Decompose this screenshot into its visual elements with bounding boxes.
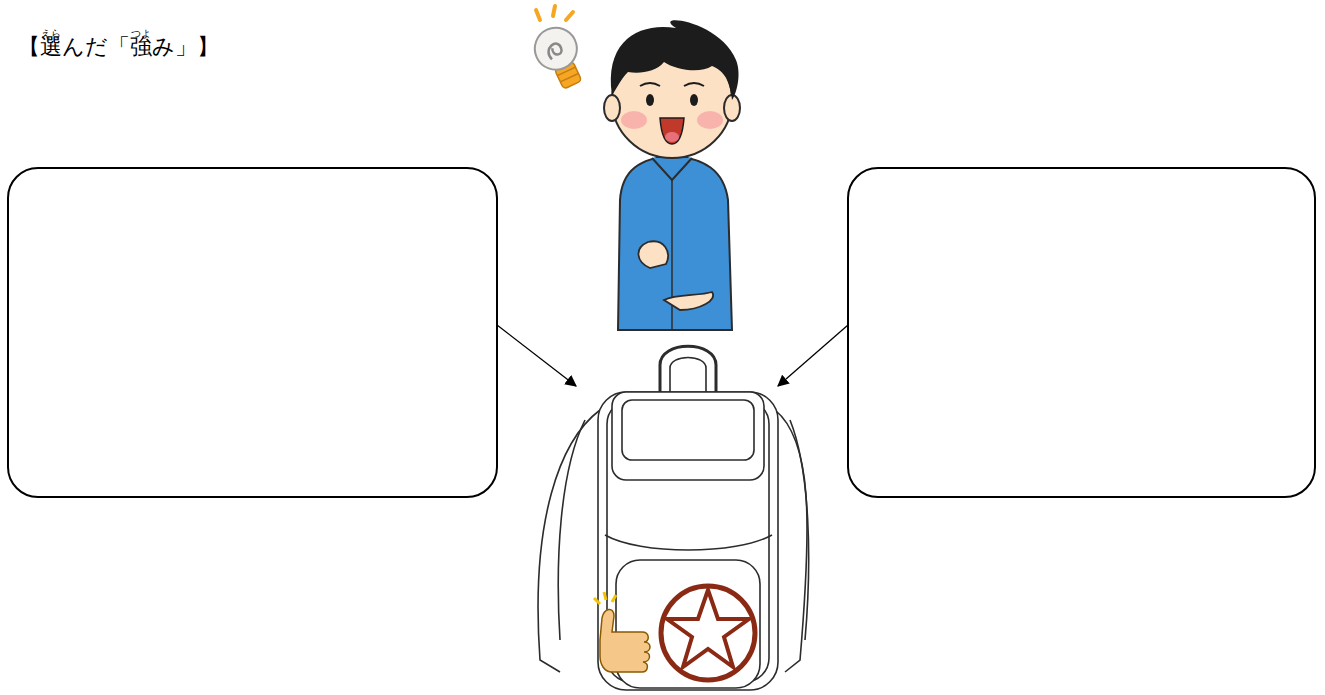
boy-figure	[604, 20, 740, 330]
furigana: つよ	[131, 28, 151, 39]
lightbulb	[528, 6, 592, 94]
backpack	[538, 346, 809, 690]
arrow	[497, 325, 576, 386]
empty-box	[8, 168, 497, 497]
arrow	[778, 325, 848, 386]
empty-box	[848, 168, 1315, 497]
furigana: えら	[41, 28, 61, 39]
thumbs-up-icon	[594, 592, 650, 672]
